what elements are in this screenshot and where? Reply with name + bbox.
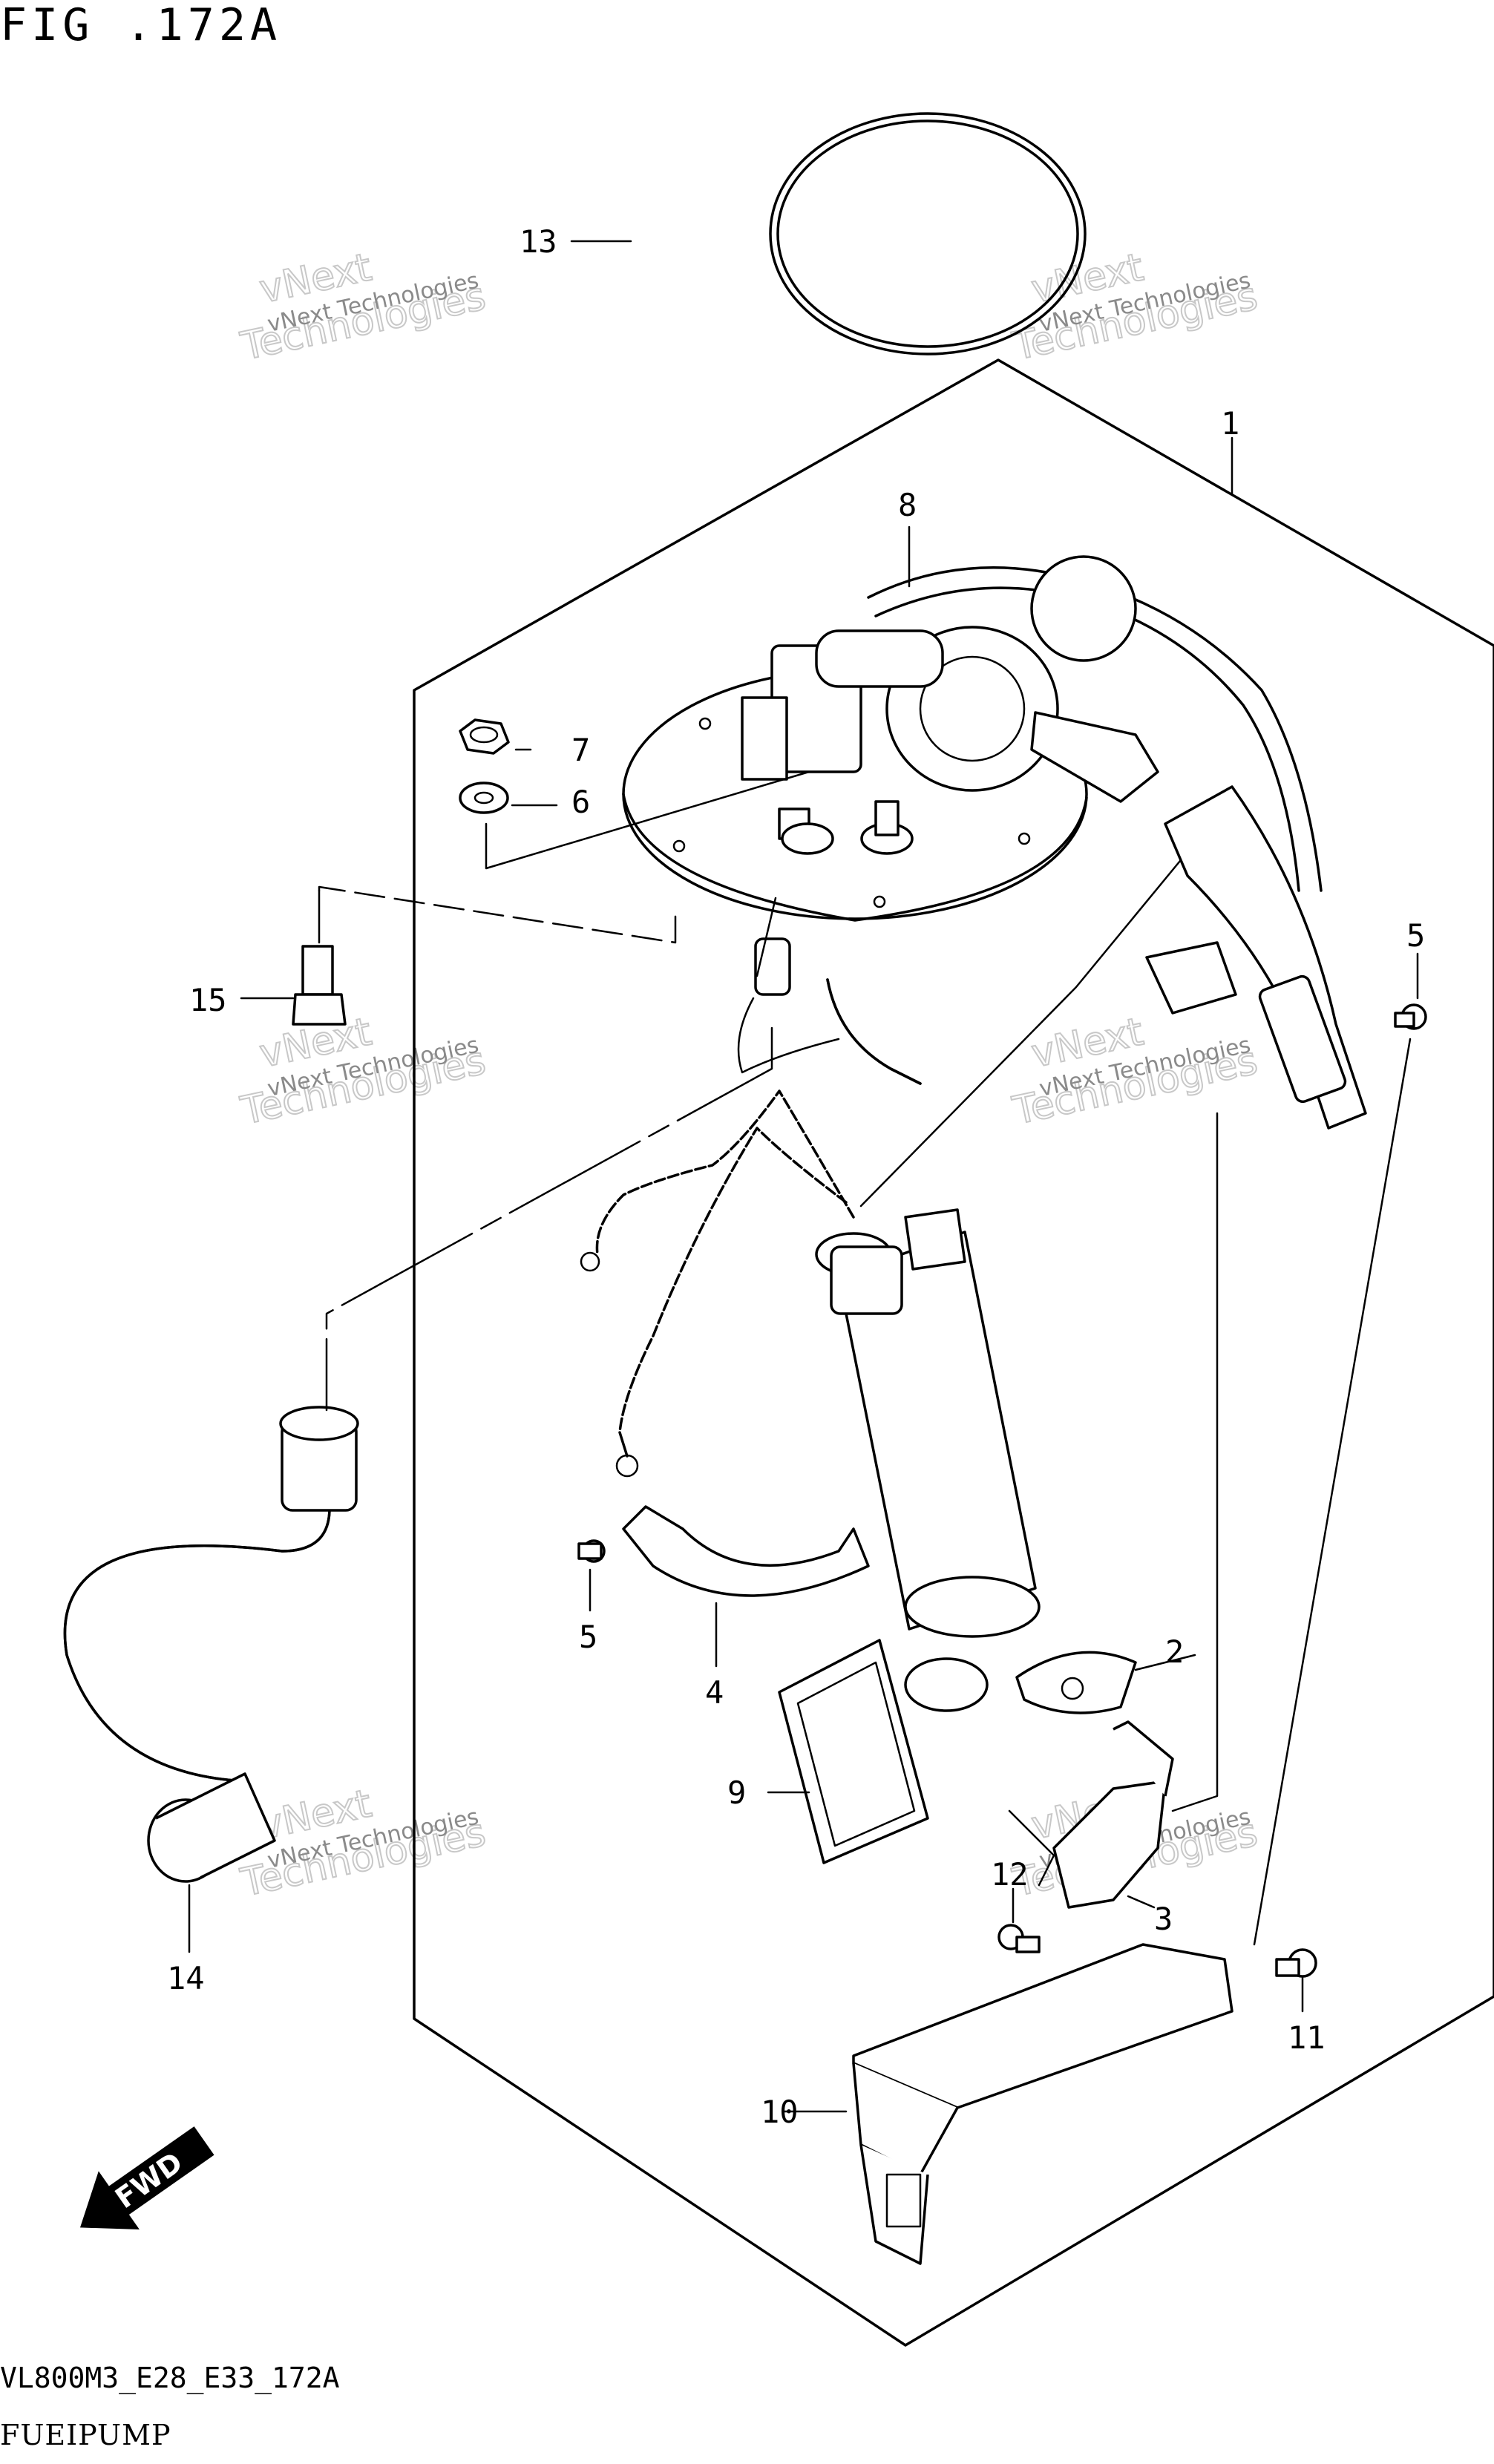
bracket-3	[1008, 1720, 1174, 1909]
assembly-boundary	[413, 358, 1494, 2347]
callout-10: 10	[761, 2094, 799, 2130]
callout-3: 3	[1154, 1901, 1173, 1937]
callout-9: 9	[727, 1775, 746, 1811]
screw-12	[997, 1924, 1041, 1953]
figure-title: FIG .172A	[0, 0, 282, 51]
screw-5-left	[577, 1539, 606, 1563]
watermark-4: vNext Technologies vNext Technologies	[1008, 1009, 1262, 1134]
cushion-2	[1015, 1651, 1137, 1714]
callout-12: 12	[991, 1856, 1029, 1893]
watermark-3: vNext Technologies vNext Technologies	[236, 1009, 490, 1134]
callout-labels: 13 1 8 7 6 15 5 5 4 2 9 12 3 11 10 14	[167, 223, 1425, 2130]
tray-10	[852, 1943, 1233, 2265]
leader-lines	[188, 240, 1419, 2113]
bracket-arm	[1145, 785, 1367, 1130]
filter-9	[778, 1639, 989, 1864]
callout-8: 8	[898, 487, 917, 523]
callout-1: 1	[1221, 405, 1239, 442]
regulator-block	[741, 626, 1159, 803]
nut-7	[459, 718, 510, 755]
callout-5-left: 5	[579, 1619, 597, 1655]
screw-5-right	[1394, 1003, 1427, 1030]
fuel-hose-8	[867, 555, 1323, 892]
callout-5-right: 5	[1406, 917, 1425, 954]
callout-13: 13	[520, 223, 557, 260]
callout-2: 2	[1165, 1634, 1184, 1670]
callout-15: 15	[189, 982, 227, 1018]
callout-14: 14	[167, 1960, 205, 1996]
clamp-band-4	[622, 1505, 870, 1597]
float-wire	[737, 997, 840, 1074]
bolt-15	[292, 945, 347, 1026]
outlet-nipple	[754, 937, 791, 996]
fwd-arrow-icon: FWD	[79, 2126, 214, 2230]
washer-6	[459, 782, 509, 814]
diagram-subtitle: FUEIPUMP	[0, 2419, 171, 2451]
callout-4: 4	[705, 1674, 724, 1711]
watermark-1: vNext Technologies vNext Technologies	[236, 244, 490, 370]
watermark-2: vNext Technologies vNext Technologies	[1008, 244, 1262, 370]
svg-text:FWD: FWD	[109, 2146, 189, 2215]
model-code: VL800M3_E28_E33_172A	[0, 2362, 340, 2394]
fuel-hose-14	[63, 1406, 359, 1883]
wire-harness	[580, 1090, 855, 1478]
fuel-pump-body	[815, 1208, 1041, 1638]
screw-11	[1275, 1948, 1317, 1978]
callout-7: 7	[571, 732, 590, 768]
return-hose	[826, 978, 922, 1085]
callout-6: 6	[571, 784, 590, 820]
callout-11: 11	[1288, 2019, 1326, 2056]
o-ring-13	[769, 112, 1087, 355]
